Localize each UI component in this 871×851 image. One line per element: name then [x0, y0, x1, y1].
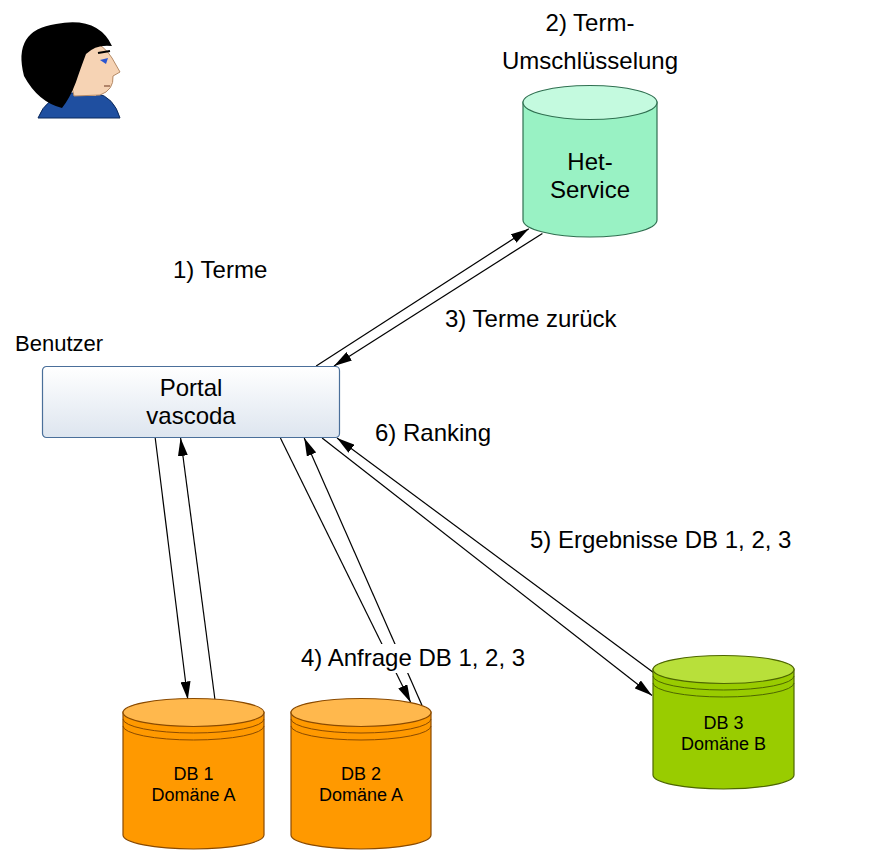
database-cylinder: DB 3 Domäne B: [652, 655, 795, 790]
node-label: Portal vascoda: [136, 374, 246, 429]
cylinder-body: [291, 712, 431, 849]
step-label: 6) Ranking: [375, 419, 491, 448]
cylinder-body: [653, 669, 794, 789]
cylinder-top: [123, 699, 264, 727]
node-label: DB 3 Domäne B: [676, 713, 772, 754]
user-icon: [0, 0, 140, 125]
database-cylinder: DB 1 Domäne A: [122, 698, 265, 850]
step-label: 1) Terme: [173, 256, 267, 285]
step-label: 2) Term- Umschlüsselung: [495, 4, 685, 81]
service-cylinder: Het- Service: [522, 85, 658, 238]
user-hair: [21, 22, 112, 108]
flow-arrow: [334, 233, 542, 366]
flow-arrow: [316, 229, 529, 366]
node-text-area: DB 1 Domäne A: [122, 698, 265, 850]
user-eye: [100, 58, 108, 64]
cylinder-top: [653, 656, 794, 684]
user-mouth: [104, 85, 110, 87]
cylinder-body: [523, 102, 657, 237]
node-text-area: Portal vascoda: [42, 366, 340, 438]
node-text-area: DB 3 Domäne B: [652, 655, 795, 790]
user-label: Benutzer: [15, 331, 103, 357]
step-label: 5) Ergebnisse DB 1, 2, 3: [530, 526, 791, 555]
edge-label: 3) Terme zurück: [445, 305, 617, 334]
node-text-area: DB 2 Domäne A: [290, 698, 432, 850]
database-cylinder: DB 2 Domäne A: [290, 698, 432, 850]
cylinder-band: [291, 726, 431, 740]
portal-box: Portal vascoda: [42, 366, 340, 438]
step-label: 4) Anfrage DB 1, 2, 3: [298, 644, 528, 673]
node-label: DB 2 Domäne A: [313, 764, 409, 805]
cylinder-band: [653, 683, 794, 697]
cylinder-top: [523, 86, 657, 120]
user-eyebrow: [98, 51, 110, 53]
flow-arrow: [181, 438, 215, 700]
cylinder-top: [291, 699, 431, 727]
node-label: Het- Service: [534, 148, 646, 203]
cylinder-body: [123, 712, 264, 849]
flow-arrow: [155, 438, 188, 700]
node-text-area: Het- Service: [522, 85, 658, 238]
flow-arrow: [337, 438, 653, 673]
box-outline: [43, 367, 340, 438]
node-label: DB 1 Domäne A: [146, 764, 242, 805]
cylinder-band: [123, 726, 264, 740]
